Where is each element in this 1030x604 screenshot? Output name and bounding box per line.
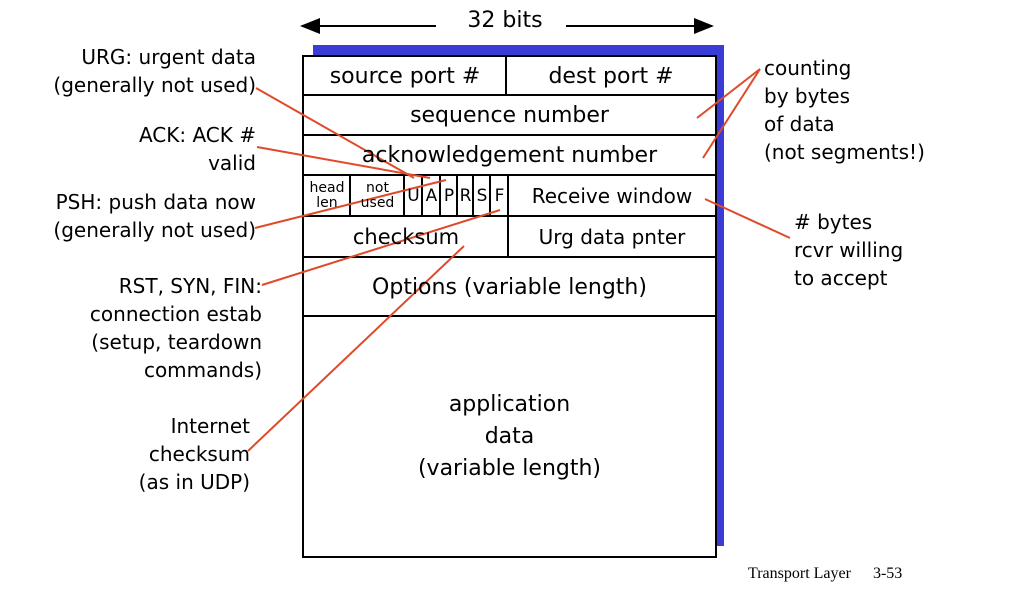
app-data-line-1: application xyxy=(448,391,571,417)
column-separators xyxy=(349,56,509,257)
footer-title: Transport Layer xyxy=(748,565,851,582)
urg-pointer-field: Urg data pnter xyxy=(538,225,686,249)
slide-footer: Transport Layer 3-53 xyxy=(748,565,948,583)
rw-line-2: rcvr willing xyxy=(794,238,904,262)
ack-annotation: ACK: ACK # valid xyxy=(20,121,256,177)
flag-fin: F xyxy=(494,186,505,206)
flag-urg: U xyxy=(407,186,420,206)
rw-line-1: # bytes xyxy=(794,210,873,234)
flag-psh: P xyxy=(443,186,455,206)
application-data-field: application data (variable length) xyxy=(304,317,715,556)
receive-window-annotation: # bytes rcvr willing to accept xyxy=(794,208,974,292)
ack-line-2: valid xyxy=(208,151,256,175)
checksum-annotation: Internet checksum (as in UDP) xyxy=(20,412,250,496)
cs-line-3: (as in UDP) xyxy=(138,470,250,494)
flag-syn: S xyxy=(476,186,488,206)
psh-line-2: (generally not used) xyxy=(53,218,256,242)
row-separators xyxy=(303,94,716,317)
receive-window-field: Receive window xyxy=(531,184,693,208)
rw-line-3: to accept xyxy=(794,266,888,290)
app-data-line-2: data xyxy=(484,423,535,449)
count-line-3: of data xyxy=(764,112,835,136)
count-line-2: by bytes xyxy=(764,84,850,108)
checksum-field: checksum xyxy=(352,225,460,249)
head-len-field: head len xyxy=(304,176,350,216)
not-used-field: not used xyxy=(351,176,404,216)
ack-line-1: ACK: ACK # xyxy=(138,123,256,147)
head-len-line-2: len xyxy=(316,195,338,211)
app-data-line-3: (variable length) xyxy=(417,455,602,481)
count-line-1: counting xyxy=(764,56,852,80)
options-field: Options (variable length) xyxy=(372,274,647,300)
rst-line-4: commands) xyxy=(143,358,262,382)
count-line-4: (not segments!) xyxy=(764,140,925,164)
urg-line-2: (generally not used) xyxy=(53,73,256,97)
urg-line-1: URG: urgent data xyxy=(81,45,256,69)
pointer-lines xyxy=(247,68,791,452)
footer-page-number: 3-53 xyxy=(872,565,903,582)
rst-line-1: RST, SYN, FIN: xyxy=(118,274,262,298)
ack-number-field: acknowledgement number xyxy=(361,143,658,168)
rst-syn-fin-annotation: RST, SYN, FIN: connection estab (setup, … xyxy=(20,272,262,384)
flag-rst: R xyxy=(459,186,472,206)
width-label: 32 bits xyxy=(467,8,543,33)
dest-port-field: dest port # xyxy=(548,63,674,89)
psh-line-1: PSH: push data now xyxy=(55,190,256,214)
cs-line-2: checksum xyxy=(148,442,250,466)
sequence-number-field: sequence number xyxy=(410,103,609,128)
rst-line-3: (setup, teardown xyxy=(91,330,262,354)
cs-line-1: Internet xyxy=(170,414,250,438)
not-used-line-2: used xyxy=(360,195,395,211)
not-used-line-1: not xyxy=(366,180,389,196)
segment-body xyxy=(302,55,717,558)
source-port-field: source port # xyxy=(329,63,481,89)
counting-annotation: counting by bytes of data (not segments!… xyxy=(764,54,964,166)
flag-ack: A xyxy=(425,186,438,206)
rst-line-2: connection estab xyxy=(89,302,262,326)
psh-annotation: PSH: push data now (generally not used) xyxy=(10,188,256,244)
urg-annotation: URG: urgent data (generally not used) xyxy=(20,43,256,99)
head-len-line-1: head xyxy=(309,180,345,196)
